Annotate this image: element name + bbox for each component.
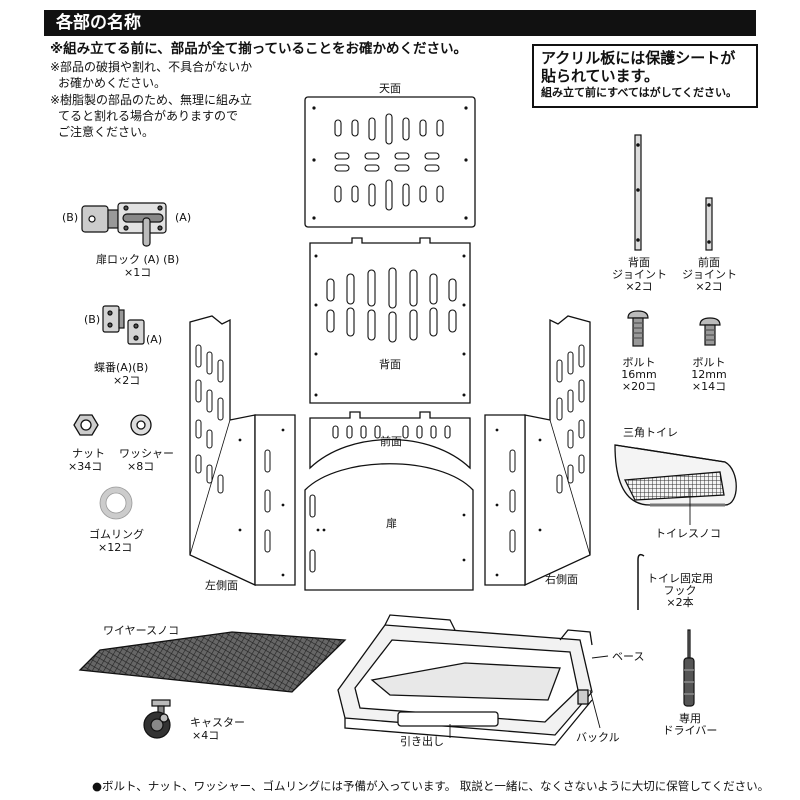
label-door-lock-a: (A) <box>175 211 192 224</box>
triangle-toilet <box>614 444 737 507</box>
caster <box>143 699 171 739</box>
label-back-panel: 背面 <box>379 358 401 371</box>
label-front-joint-1: 前面 <box>698 256 720 269</box>
label-bolt16-qty: ×20コ <box>621 380 657 393</box>
label-bolt12-size: 12mm <box>691 368 727 381</box>
label-front-joint-qty: ×2コ <box>695 280 723 293</box>
label-caster-qty: ×4コ <box>192 729 220 742</box>
label-buckle: バックル <box>576 731 620 744</box>
label-rubber-ring-qty: ×12コ <box>98 541 133 554</box>
label-caster-name: キャスター <box>190 716 245 729</box>
label-bolt16-size: 16mm <box>621 368 657 381</box>
label-base: ベース <box>612 650 645 663</box>
notice-line-2: 貼られています。 <box>541 67 660 85</box>
label-front-joint-2: ジョイント <box>682 268 737 281</box>
footer-note: ●ボルト、ナット、ワッシャー、ゴムリングには予備が入っています。 取説と一緒に、… <box>92 779 770 793</box>
label-driver-2: ドライバー <box>662 724 718 737</box>
label-door-lock-b: (B) <box>62 211 79 224</box>
label-back-joint-2: ジョイント <box>612 268 667 281</box>
note-main: ※組み立てる前に、部品が全て揃っていることをお確かめください。 <box>50 41 468 57</box>
wire-mesh <box>78 631 347 693</box>
note-damage-2: お確かめください。 <box>58 76 167 90</box>
label-door: 扉 <box>386 517 397 530</box>
note-resin-3: ご注意ください。 <box>58 125 155 139</box>
notice-line-3: 組み立て前にすべてはがしてください。 <box>541 86 738 99</box>
label-nut-name: ナット <box>72 447 105 460</box>
label-front-panel: 前面 <box>380 435 402 448</box>
label-door-lock-name: 扉ロック (A) (B) <box>96 253 180 266</box>
right-side-panel <box>484 315 591 587</box>
label-nut-qty: ×34コ <box>68 460 103 473</box>
label-wire-mesh: ワイヤースノコ <box>103 624 180 637</box>
bolt-12mm <box>699 317 721 346</box>
label-hinge-b: (B) <box>84 313 101 326</box>
label-washer-name: ワッシャー <box>119 447 174 460</box>
rubber-ring <box>99 486 133 520</box>
label-driver-1: 専用 <box>679 712 701 725</box>
note-resin-2: てると割れる場合がありますので <box>58 109 239 123</box>
label-hook-1: トイレ固定用 <box>647 572 713 585</box>
note-damage-1: ※部品の破損や割れ、不具合がないか <box>50 60 253 74</box>
label-back-joint-qty: ×2コ <box>625 280 653 293</box>
screwdriver <box>683 629 695 707</box>
label-bolt12-name: ボルト <box>692 356 726 369</box>
label-triangle-toilet: 三角トイレ <box>623 426 678 439</box>
door <box>304 463 474 591</box>
label-left-side: 左側面 <box>205 579 238 592</box>
label-hinge-name: 蝶番(A)(B) <box>94 361 149 374</box>
back-panel <box>309 237 471 404</box>
label-toilet-mesh: トイレスノコ <box>655 527 721 540</box>
nut <box>73 414 99 436</box>
toilet-hook <box>637 553 645 610</box>
left-side-panel <box>189 315 296 587</box>
top-panel <box>304 96 476 228</box>
base-tray <box>337 614 593 746</box>
label-hinge-qty: ×2コ <box>113 374 141 387</box>
label-hook-2: フック <box>663 584 697 597</box>
label-hinge-a: (A) <box>146 333 163 346</box>
notice-line-1: アクリル板には保護シートが <box>541 49 736 67</box>
door-lock <box>81 202 167 247</box>
label-bolt12-qty: ×14コ <box>691 380 727 393</box>
washer <box>130 414 152 436</box>
label-drawer: 引き出し <box>400 735 444 748</box>
label-door-lock-qty: ×1コ <box>124 266 152 279</box>
note-resin-1: ※樹脂製の部品のため、無理に組み立 <box>50 93 253 107</box>
leader-lines <box>449 488 691 738</box>
label-rubber-ring-name: ゴムリング <box>89 528 144 541</box>
header-bar <box>44 10 756 36</box>
back-joint <box>634 134 642 251</box>
page-title: 各部の名称 <box>56 13 141 33</box>
front-panel <box>309 411 471 470</box>
hinges <box>102 305 145 345</box>
label-top-panel: 天面 <box>379 82 401 95</box>
label-right-side: 右側面 <box>545 573 578 586</box>
bolt-16mm <box>627 310 649 347</box>
label-back-joint-1: 背面 <box>628 256 650 269</box>
label-hook-qty: ×2本 <box>666 596 694 609</box>
notice-box <box>532 44 758 108</box>
label-washer-qty: ×8コ <box>127 460 155 473</box>
front-joint <box>705 197 713 251</box>
label-bolt16-name: ボルト <box>622 356 656 369</box>
